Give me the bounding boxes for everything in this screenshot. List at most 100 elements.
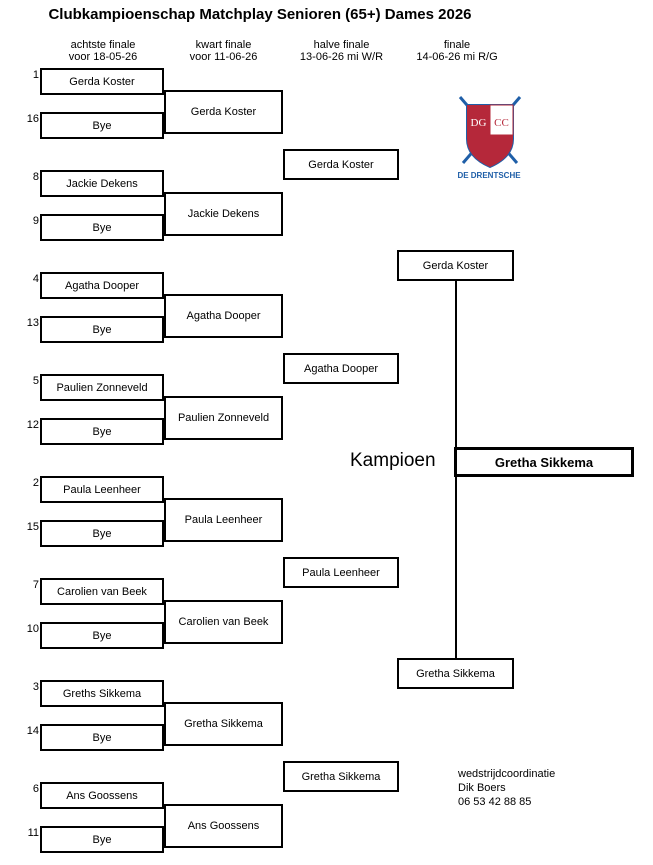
club-logo: DG CC xyxy=(458,96,522,169)
round2-player: Jackie Dekens xyxy=(164,192,283,236)
connector-line xyxy=(164,90,166,92)
round1-player: Paula Leenheer xyxy=(40,476,164,503)
seed-number: 7 xyxy=(32,579,39,591)
round2-player: Ans Goossens xyxy=(164,804,283,848)
round-header-date: voor 18-05-26 xyxy=(68,51,138,63)
seed-number: 10 xyxy=(26,623,39,635)
round1-player: Bye xyxy=(40,622,164,649)
round3-player: Gretha Sikkema xyxy=(283,761,399,792)
seed-number: 8 xyxy=(32,171,39,183)
connector-line xyxy=(164,498,166,500)
round3-player: Gerda Koster xyxy=(283,149,399,180)
round1-player-label: Bye xyxy=(92,119,112,132)
round1-player: Greths Sikkema xyxy=(40,680,164,707)
connector-line xyxy=(164,421,166,423)
round3-player-label: Gretha Sikkema xyxy=(301,770,381,783)
round1-player-label: Jackie Dekens xyxy=(66,177,138,190)
round3-player-label: Paula Leenheer xyxy=(302,566,380,579)
connector-line xyxy=(164,217,166,219)
round1-player-label: Greths Sikkema xyxy=(62,687,142,700)
seed-number: 6 xyxy=(32,783,39,795)
round2-player-label: Gretha Sikkema xyxy=(184,718,263,730)
connector-line xyxy=(164,396,166,398)
round2-player-label: Agatha Dooper xyxy=(186,310,261,322)
round1-player: Bye xyxy=(40,724,164,751)
connector-line xyxy=(164,600,166,602)
round-header-name: finale xyxy=(443,39,471,51)
seed-number: 12 xyxy=(26,419,39,431)
round3-player-label: Agatha Dooper xyxy=(304,362,378,375)
round1-player-label: Bye xyxy=(92,527,112,540)
connector-line xyxy=(164,192,166,194)
seed-number: 1 xyxy=(32,69,39,81)
round2-player: Paulien Zonneveld xyxy=(164,396,283,440)
round1-player-label: Bye xyxy=(92,425,112,438)
round1-player-label: Bye xyxy=(92,731,112,744)
round2-player-label: Carolien van Beek xyxy=(178,616,269,628)
round2-player: Agatha Dooper xyxy=(164,294,283,338)
seed-number: 13 xyxy=(26,317,39,329)
connector-line xyxy=(455,281,457,447)
round-header-name: achtste finale xyxy=(70,39,136,51)
champion-box: Gretha Sikkema xyxy=(454,447,634,477)
connector-line xyxy=(164,829,166,831)
round1-player: Agatha Dooper xyxy=(40,272,164,299)
round1-player: Bye xyxy=(40,316,164,343)
contact-name: Dik Boers xyxy=(458,782,506,794)
connector-line xyxy=(164,523,166,525)
round3-player-label: Gerda Koster xyxy=(308,158,374,171)
round2-player-label: Gerda Koster xyxy=(190,106,257,118)
round1-player: Bye xyxy=(40,214,164,241)
champion-label: Kampioen xyxy=(350,450,436,471)
round1-player: Bye xyxy=(40,826,164,853)
seed-number: 2 xyxy=(32,477,39,489)
round1-player-label: Agatha Dooper xyxy=(65,279,139,292)
round1-player-label: Gerda Koster xyxy=(69,75,135,88)
connector-line xyxy=(164,115,166,117)
round1-player: Gerda Koster xyxy=(40,68,164,95)
seed-number: 4 xyxy=(32,273,39,285)
round1-player-label: Paula Leenheer xyxy=(63,483,141,496)
round-header-date: 14-06-26 mi R/G xyxy=(416,51,498,63)
round1-player: Bye xyxy=(40,520,164,547)
round-header-date: 13-06-26 mi W/R xyxy=(299,51,384,63)
contact-role: wedstrijdcoordinatie xyxy=(458,768,556,780)
round3-player: Agatha Dooper xyxy=(283,353,399,384)
round1-player-label: Bye xyxy=(92,833,112,846)
seed-number: 3 xyxy=(32,681,39,693)
contact-block: wedstrijdcoordinatie Dik Boers 06 53 42 … xyxy=(458,767,555,809)
round2-player-label: Paulien Zonneveld xyxy=(177,412,270,424)
round2-player: Paula Leenheer xyxy=(164,498,283,542)
champion-name: Gretha Sikkema xyxy=(494,454,594,470)
round1-player: Bye xyxy=(40,418,164,445)
connector-line xyxy=(164,702,166,704)
connector-line xyxy=(164,727,166,729)
round-header-name: halve finale xyxy=(313,39,370,51)
svg-text:CC: CC xyxy=(494,117,509,129)
connector-line xyxy=(455,477,457,658)
round4-player: Gretha Sikkema xyxy=(397,658,514,689)
round2-player: Carolien van Beek xyxy=(164,600,283,644)
round2-player: Gretha Sikkema xyxy=(164,702,283,746)
connector-line xyxy=(164,294,166,296)
seed-number: 14 xyxy=(26,725,39,737)
svg-text:DG: DG xyxy=(471,117,487,129)
round4-player-label: Gretha Sikkema xyxy=(416,667,495,680)
round2-player-label: Jackie Dekens xyxy=(187,208,260,220)
round1-player-label: Ans Goossens xyxy=(66,789,138,802)
page-title: Clubkampioenschap Matchplay Senioren (65… xyxy=(48,6,472,23)
round2-player-label: Paula Leenheer xyxy=(184,514,263,526)
round1-player-label: Bye xyxy=(92,629,112,642)
round2-player: Gerda Koster xyxy=(164,90,283,134)
connector-line xyxy=(164,319,166,321)
seed-number: 16 xyxy=(26,113,39,125)
seed-number: 15 xyxy=(26,521,39,533)
contact-phone: 06 53 42 88 85 xyxy=(458,796,532,808)
round4-player-label: Gerda Koster xyxy=(422,259,489,272)
round1-player: Bye xyxy=(40,112,164,139)
round1-player-label: Paulien Zonneveld xyxy=(56,381,148,394)
